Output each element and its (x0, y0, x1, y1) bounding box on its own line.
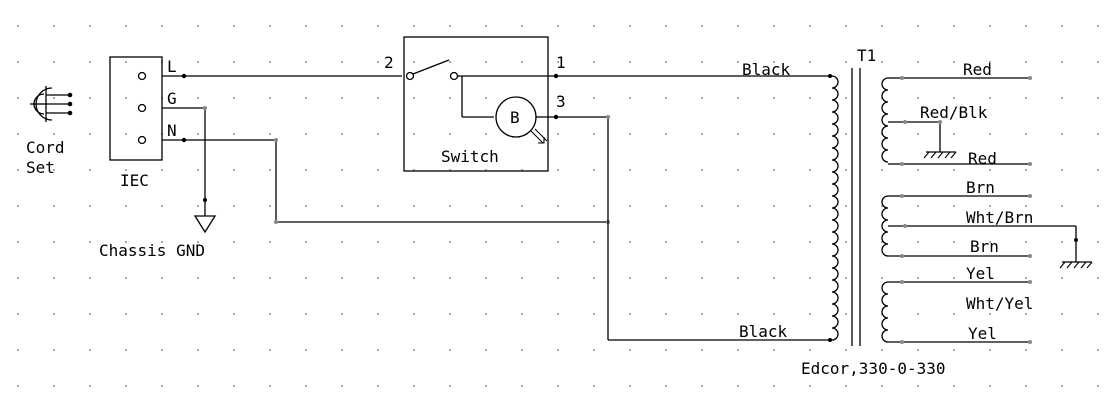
iec-pin-g (137, 103, 147, 113)
switch-contact (412, 59, 450, 75)
wire-black-top-label: Black (742, 60, 791, 79)
sec-brn-top-label: Brn (966, 178, 995, 197)
sec-red-blk-label: Red/Blk (920, 103, 988, 122)
wire-black-bottom-label: Black (739, 322, 788, 341)
sec-yel-top-label: Yel (966, 264, 995, 283)
heater-ground-icon (1059, 261, 1093, 269)
secondary-winding-high-voltage (881, 76, 1032, 166)
sec-brn-bottom-label: Brn (970, 237, 999, 256)
secondary-winding-brown (881, 194, 1078, 262)
cord-label: Cord (26, 138, 65, 157)
switch-box (403, 36, 549, 172)
chassis-gnd-label: Chassis GND (99, 241, 205, 260)
sec-wht-yel-label: Wht/Yel (966, 294, 1033, 313)
sec-red-top-label: Red (963, 60, 992, 79)
transformer-primary-winding (831, 75, 839, 341)
center-tap-ground-icon (923, 151, 957, 159)
cord-set-plug-icon (30, 86, 73, 122)
pin-l-label: L (167, 57, 177, 76)
iec-inlet-box (109, 56, 163, 161)
bulb-arrow-icon (530, 128, 548, 144)
switch-pin-2-label: 2 (384, 53, 394, 72)
pin-n-label: N (167, 121, 177, 140)
set-label: Set (26, 158, 55, 177)
iec-pin-n (137, 135, 147, 145)
transformer-ref-label: T1 (857, 46, 876, 65)
transformer-part-label: Edcor,330-0-330 (801, 359, 946, 378)
iec-label: IEC (120, 171, 149, 190)
chassis-ground-icon (193, 215, 217, 234)
switch-pin-1-label: 1 (556, 53, 566, 72)
sec-yel-bottom-label: Yel (968, 324, 997, 343)
sec-red-bottom-label: Red (968, 149, 997, 168)
bulb-label: B (510, 108, 520, 127)
secondary-winding-yellow (881, 280, 1032, 344)
switch-label: Switch (441, 147, 499, 166)
switch-pin-3-label: 3 (556, 92, 566, 111)
sec-wht-brn-label: Wht/Brn (966, 208, 1033, 227)
pin-g-label: G (167, 89, 177, 108)
iec-pin-l (137, 71, 147, 81)
